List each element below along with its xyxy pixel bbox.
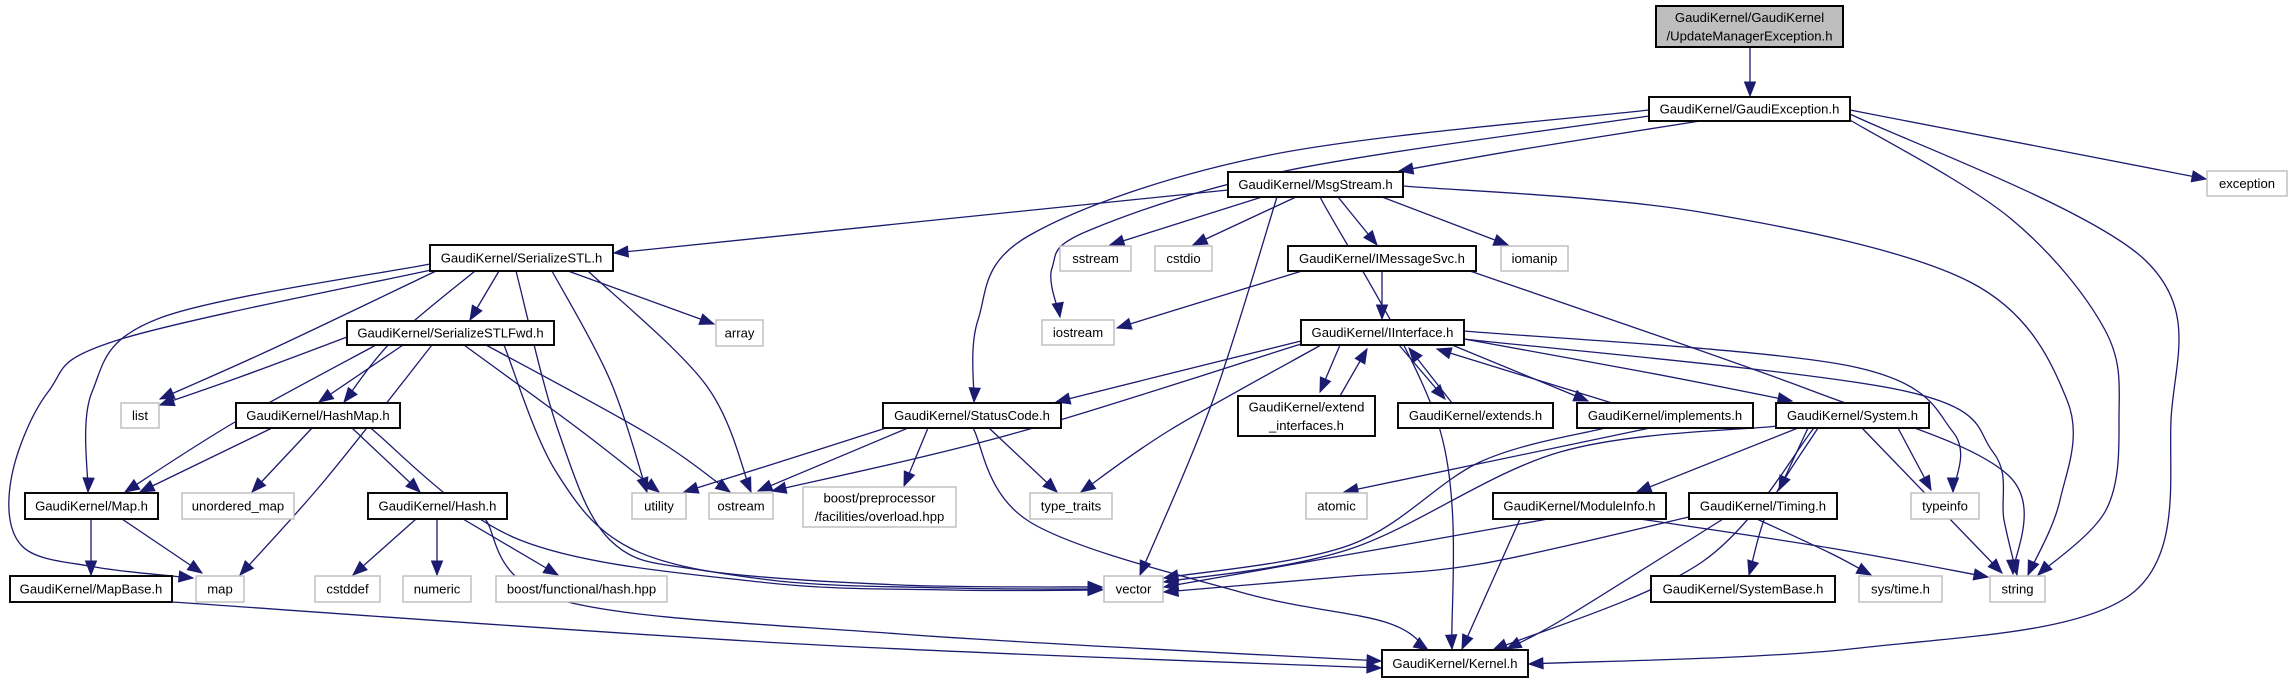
svg-text:typeinfo: typeinfo (1922, 499, 1968, 514)
svg-text:GaudiKernel/IInterface.h: GaudiKernel/IInterface.h (1312, 325, 1454, 340)
svg-text:array: array (725, 326, 755, 341)
svg-text:GaudiKernel/StatusCode.h: GaudiKernel/StatusCode.h (894, 408, 1050, 423)
svg-text:GaudiKernel/Timing.h: GaudiKernel/Timing.h (1700, 499, 1826, 514)
svg-text:ostream: ostream (717, 499, 764, 514)
svg-text:sys/time.h: sys/time.h (1871, 582, 1930, 597)
svg-text:GaudiKernel/SerializeSTLFwd.h: GaudiKernel/SerializeSTLFwd.h (357, 326, 543, 341)
svg-text:utility: utility (644, 499, 674, 514)
svg-text:map: map (207, 582, 232, 597)
svg-text:GaudiKernel/extend: GaudiKernel/extend (1249, 399, 1365, 414)
svg-text:iomanip: iomanip (1512, 251, 1558, 266)
svg-text:GaudiKernel/GaudiKernel: GaudiKernel/GaudiKernel (1675, 10, 1824, 25)
svg-text:GaudiKernel/MsgStream.h: GaudiKernel/MsgStream.h (1238, 177, 1392, 192)
svg-text:vector: vector (1116, 582, 1152, 597)
svg-text:GaudiKernel/HashMap.h: GaudiKernel/HashMap.h (246, 408, 389, 423)
svg-text:GaudiKernel/SystemBase.h: GaudiKernel/SystemBase.h (1663, 582, 1824, 597)
svg-text:iostream: iostream (1053, 325, 1103, 340)
svg-text:exception: exception (2219, 176, 2275, 191)
svg-text:type_traits: type_traits (1041, 499, 1102, 514)
svg-text:GaudiKernel/implements.h: GaudiKernel/implements.h (1588, 408, 1742, 423)
svg-text:/UpdateManagerException.h: /UpdateManagerException.h (1667, 28, 1833, 43)
svg-text:/facilities/overload.hpp: /facilities/overload.hpp (815, 509, 945, 524)
svg-text:numeric: numeric (414, 582, 461, 597)
svg-text:cstddef: cstddef (326, 582, 369, 597)
svg-text:GaudiKernel/MapBase.h: GaudiKernel/MapBase.h (20, 582, 163, 597)
svg-text:list: list (132, 408, 148, 423)
svg-text:GaudiKernel/extends.h: GaudiKernel/extends.h (1409, 408, 1542, 423)
svg-text:GaudiKernel/Map.h: GaudiKernel/Map.h (35, 499, 148, 514)
svg-text:unordered_map: unordered_map (192, 499, 284, 514)
svg-text:sstream: sstream (1072, 251, 1119, 266)
svg-text:boost/preprocessor: boost/preprocessor (823, 490, 936, 505)
svg-text:string: string (2001, 582, 2033, 597)
svg-text:GaudiKernel/System.h: GaudiKernel/System.h (1787, 408, 1918, 423)
svg-text:atomic: atomic (1317, 499, 1356, 514)
svg-text:GaudiKernel/IMessageSvc.h: GaudiKernel/IMessageSvc.h (1299, 251, 1465, 266)
svg-text:_interfaces.h: _interfaces.h (1268, 418, 1344, 433)
svg-text:GaudiKernel/SerializeSTL.h: GaudiKernel/SerializeSTL.h (441, 251, 603, 266)
svg-text:boost/functional/hash.hpp: boost/functional/hash.hpp (507, 582, 656, 597)
svg-text:GaudiKernel/ModuleInfo.h: GaudiKernel/ModuleInfo.h (1503, 499, 1655, 514)
svg-text:GaudiKernel/Hash.h: GaudiKernel/Hash.h (379, 499, 497, 514)
svg-text:GaudiKernel/Kernel.h: GaudiKernel/Kernel.h (1392, 656, 1517, 671)
svg-text:cstdio: cstdio (1166, 251, 1200, 266)
svg-text:GaudiKernel/GaudiException.h: GaudiKernel/GaudiException.h (1660, 102, 1840, 117)
